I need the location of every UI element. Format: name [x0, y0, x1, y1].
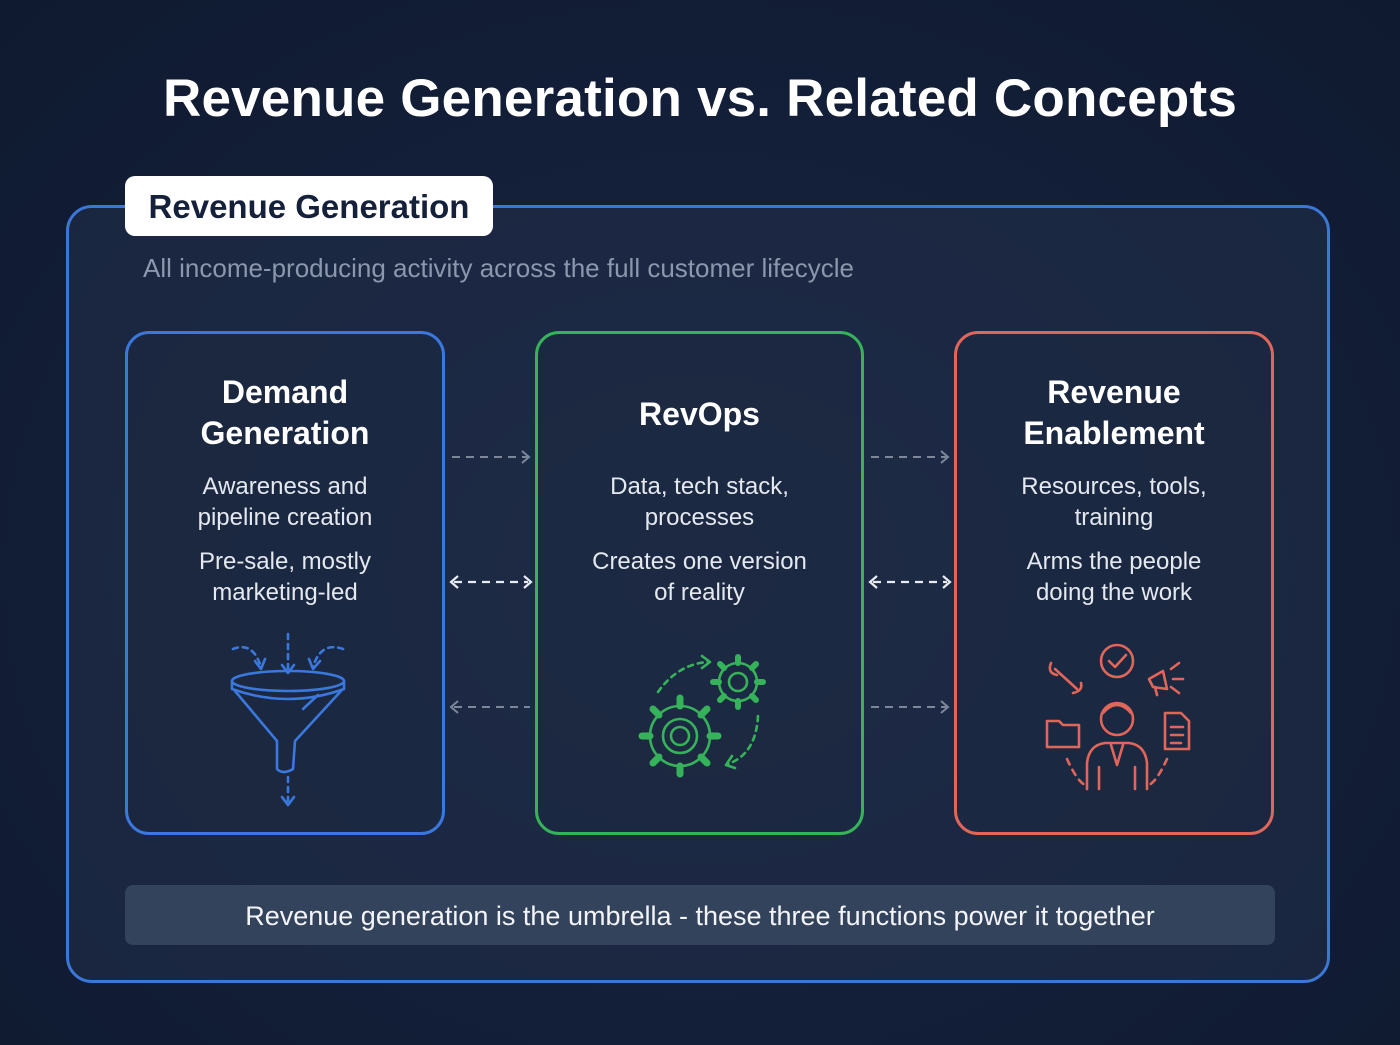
card-desc-line: Creates one version — [592, 548, 807, 575]
card-title-line: Demand — [221, 374, 349, 410]
card-desc-line: of reality — [654, 579, 745, 606]
card-desc-line: Resources, tools, — [1021, 473, 1207, 500]
funnel-icon — [230, 632, 346, 807]
card-desc-line: doing the work — [1035, 579, 1193, 606]
person-tools-icon — [1045, 643, 1191, 791]
umbrella-badge: Revenue Generation — [125, 176, 493, 236]
card-demand-generation: Demand Generation Awareness and pipeline… — [125, 331, 445, 835]
card-desc-line: processes — [644, 504, 755, 531]
card-desc-line: pipeline creation — [197, 504, 373, 531]
arrow-bidirectional-icon — [868, 575, 952, 589]
card-title-line: Enablement — [1023, 415, 1205, 451]
card-revenue-enablement: Revenue Enablement Resources, tools, tra… — [954, 331, 1274, 835]
card-desc-line: Pre-sale, mostly — [198, 548, 372, 575]
card-title-line: RevOps — [639, 396, 760, 432]
page-title: Revenue Generation vs. Related Concepts — [162, 69, 1237, 128]
card-title-line: Generation — [200, 415, 370, 451]
footer-summary: Revenue generation is the umbrella - the… — [125, 885, 1275, 945]
card-desc-line: Arms the people — [1026, 548, 1202, 575]
arrow-bidirectional-icon — [449, 575, 533, 589]
arrow-right-icon — [871, 700, 950, 714]
card-desc-line: Data, tech stack, — [610, 473, 789, 500]
card-desc-line: training — [1074, 504, 1154, 531]
card-revops: RevOps Data, tech stack, processes Creat… — [535, 331, 864, 835]
arrow-left-icon — [449, 700, 530, 714]
arrow-right-icon — [871, 450, 950, 464]
card-title-line: Revenue — [1047, 374, 1181, 410]
arrow-right-icon — [452, 450, 531, 464]
card-desc-line: Awareness and — [202, 473, 368, 500]
card-desc-line: marketing-led — [212, 579, 358, 606]
gears-cycle-icon — [638, 654, 766, 778]
umbrella-subtitle: All income-producing activity across the… — [143, 253, 854, 283]
